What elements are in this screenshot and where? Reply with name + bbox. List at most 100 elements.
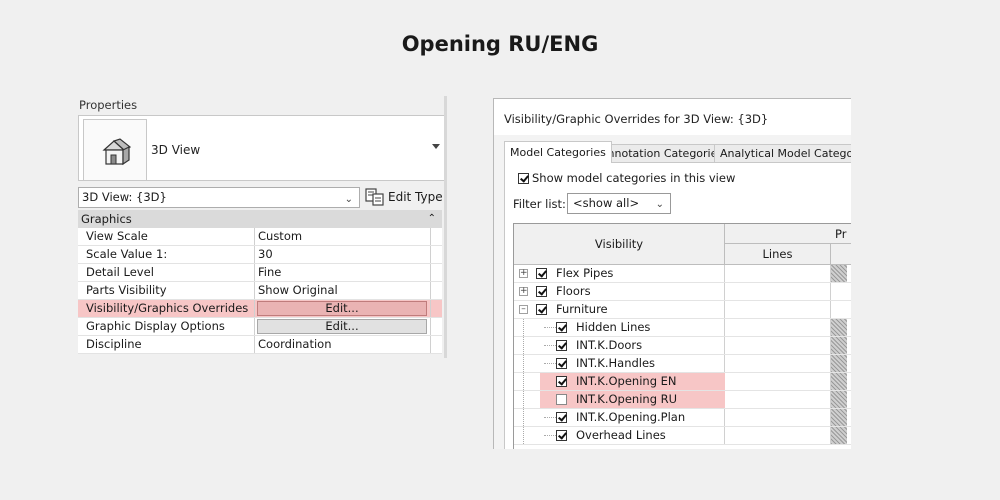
visibility-cell: INT.K.Opening EN [514,373,725,390]
pattern-cell [831,283,847,300]
pattern-cell [831,409,847,426]
prop-value[interactable]: Custom [255,228,431,245]
category-checkbox[interactable] [536,268,547,279]
prop-name: Parts Visibility [78,282,255,299]
prop-row-parts-visibility: Parts Visibility Show Original [78,282,442,300]
subcategory-row-opening-en[interactable]: INT.K.Opening EN [514,373,851,391]
tab-model-categories[interactable]: Model Categories [504,141,612,163]
pattern-cell [831,319,847,336]
collapse-icon[interactable]: ⌃ [427,213,436,224]
category-name: INT.K.Opening RU [576,392,678,406]
edit-type-button[interactable]: Edit Type [364,187,444,208]
prop-value[interactable]: Fine [255,264,431,281]
filter-list-select[interactable]: <show all> ⌄ [567,193,671,214]
prop-name: Graphic Display Options [78,318,255,335]
properties-scrollbar[interactable] [444,96,447,358]
category-row-flex-pipes[interactable]: + Flex Pipes [514,265,851,283]
checkbox[interactable] [518,173,529,184]
vg-overrides-edit-button[interactable]: Edit... [257,301,427,316]
category-checkbox[interactable] [556,430,567,441]
prop-name: Detail Level [78,264,255,281]
subcategory-row-hidden-lines[interactable]: Hidden Lines [514,319,851,337]
properties-table: View Scale Custom Scale Value 1: 30 Deta… [78,228,442,354]
tree-connector [523,355,524,372]
lines-cell[interactable] [725,337,831,354]
instance-selector[interactable]: 3D View: {3D} ⌄ [78,187,360,208]
category-checkbox[interactable] [556,358,567,369]
prop-row-view-scale: View Scale Custom [78,228,442,246]
lines-cell[interactable] [725,301,831,318]
lines-cell[interactable] [725,391,831,408]
visibility-cell: Overhead Lines [514,427,725,444]
tab-analytical-model-categories[interactable]: Analytical Model Categories [714,144,851,163]
tab-body: Show model categories in this view Filte… [504,162,851,449]
group-graphics[interactable]: Graphics ⌃ [78,210,442,228]
highlight-band [540,373,725,390]
category-name: Floors [556,284,591,298]
tree-connector [523,337,524,354]
lines-cell[interactable] [725,373,831,390]
subcategory-row-opening-ru[interactable]: INT.K.Opening RU [514,391,851,409]
lines-cell[interactable] [725,355,831,372]
pattern-cell [831,427,847,444]
subcategory-row-handles[interactable]: INT.K.Handles [514,355,851,373]
prop-value[interactable]: Show Original [255,282,431,299]
subcategory-row-doors[interactable]: INT.K.Doors [514,337,851,355]
prop-value[interactable]: 30 [255,246,431,263]
type-selector[interactable]: 3D View [78,115,446,181]
lines-cell[interactable] [725,319,831,336]
visibility-cell: INT.K.Handles [514,355,725,372]
prop-name: Scale Value 1: [78,246,255,263]
category-checkbox[interactable] [536,286,547,297]
chevron-down-icon: ⌄ [344,194,353,205]
graphic-display-edit-button[interactable]: Edit... [257,319,427,334]
collapse-icon[interactable]: – [519,305,528,314]
type-dropdown-arrow-icon[interactable] [432,144,440,149]
prop-value[interactable]: Coordination [255,336,431,353]
show-model-categories-checkbox[interactable]: Show model categories in this view [518,171,735,185]
vg-overrides-dialog: Visibility/Graphic Overrides for 3D View… [493,98,851,449]
edit-type-icon [365,188,384,206]
visibility-cell: INT.K.Opening.Plan [514,409,725,426]
expand-icon[interactable]: + [519,268,528,278]
visibility-cell: Hidden Lines [514,319,725,336]
pattern-cell [831,373,847,390]
subcategory-row-overhead-lines[interactable]: Overhead Lines [514,427,851,445]
category-checkbox[interactable] [536,304,547,315]
pattern-cell [831,301,847,318]
prop-name-text: Scale Value [86,247,153,261]
expand-icon[interactable]: + [519,286,528,296]
tree-connector [523,319,524,336]
dialog-title: Visibility/Graphic Overrides for 3D View… [504,112,769,126]
prop-name-suffix: 1: [156,247,168,261]
tree-connector [523,409,524,426]
category-checkbox[interactable] [556,412,567,423]
category-rows: + Flex Pipes + Floors [514,265,851,445]
category-checkbox[interactable] [556,322,567,333]
visibility-cell: – Furniture [514,301,725,318]
prop-row-vg-overrides: Visibility/Graphics Overrides Edit... [78,300,442,318]
lines-cell[interactable] [725,283,831,300]
pattern-cell [831,391,847,408]
category-checkbox[interactable] [556,340,567,351]
lines-cell[interactable] [725,265,831,282]
category-name: Furniture [556,302,608,316]
category-name: Flex Pipes [556,266,614,280]
category-row-furniture[interactable]: – Furniture [514,301,851,319]
category-checkbox[interactable] [556,376,567,387]
pattern-cell [831,265,847,282]
column-header-lines[interactable]: Lines [725,244,831,265]
highlight-band [540,391,725,408]
lines-cell[interactable] [725,409,831,426]
tab-annotation-categories[interactable]: Annotation Categories [594,144,730,163]
tree-connector [523,391,524,408]
filter-list-label: Filter list: [513,197,566,211]
lines-cell[interactable] [725,427,831,444]
page-title: Opening RU/ENG [401,32,599,56]
tree-connector [544,435,558,436]
category-row-floors[interactable]: + Floors [514,283,851,301]
subcategory-row-opening-plan[interactable]: INT.K.Opening.Plan [514,409,851,427]
show-model-label: Show model categories in this view [532,171,736,185]
column-header-visibility[interactable]: Visibility [514,224,725,265]
category-checkbox[interactable] [556,394,567,405]
